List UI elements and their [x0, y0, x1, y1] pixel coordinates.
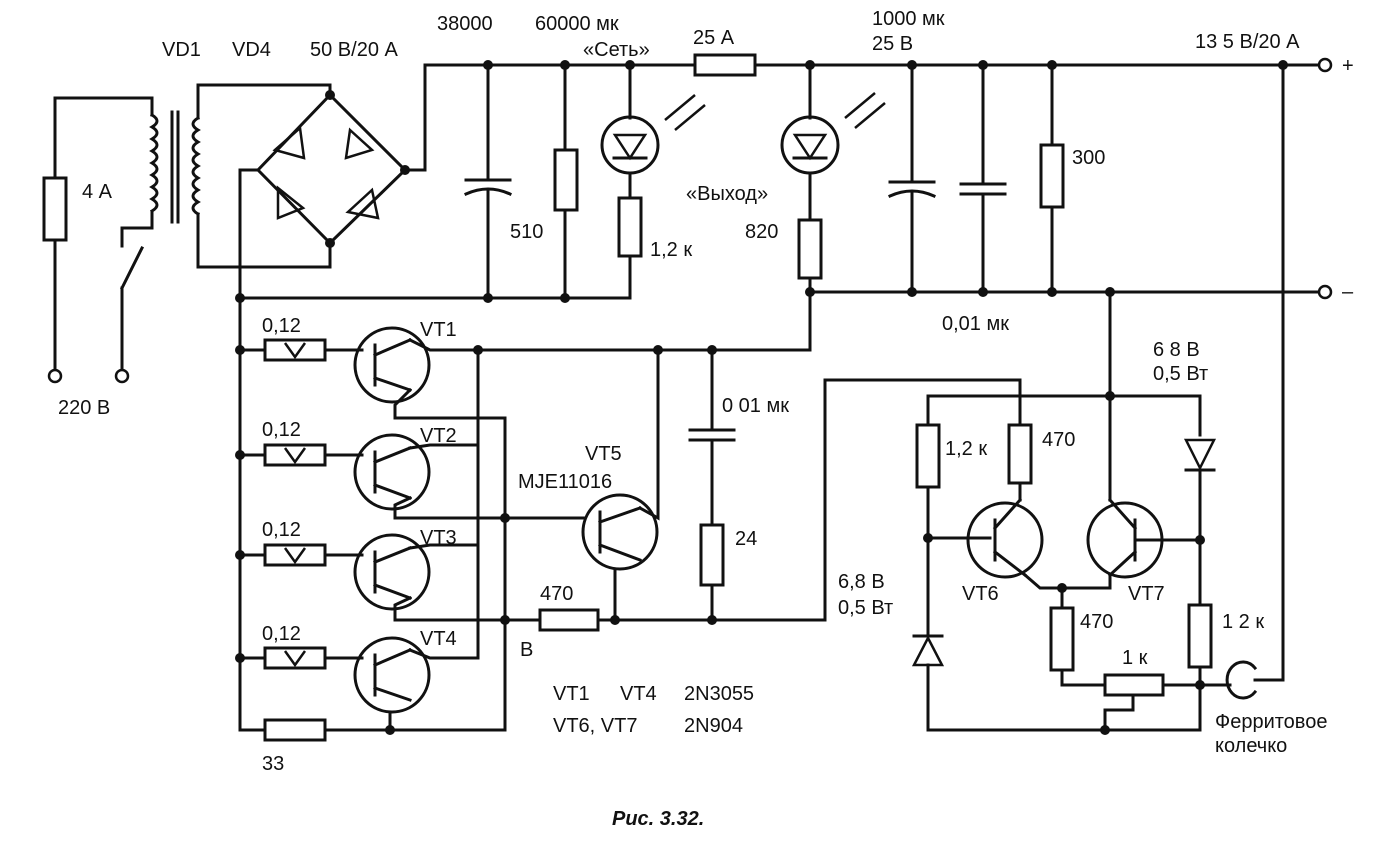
label-parts1-c: 2N3055: [684, 683, 754, 705]
label-fuse-4a: 4 А: [82, 181, 113, 203]
label-r510: 510: [510, 221, 543, 243]
error-amplifier: [911, 290, 1258, 735]
label-led-out: «Выход»: [686, 183, 768, 205]
label-plus: +: [1342, 55, 1354, 77]
label-r470-b: 470: [540, 583, 573, 605]
label-c001-out: 0,01 мк: [942, 313, 1009, 335]
label-r33: 33: [262, 753, 284, 775]
label-r1-2k-right: 1 2 к: [1222, 611, 1264, 633]
label-vt3: VT3: [420, 527, 457, 549]
label-fuse-25a: 25 А: [693, 27, 735, 49]
label-ferrite-1: Ферритовое: [1215, 711, 1327, 733]
mains-switch: [119, 245, 145, 291]
label-vt5-type: MJE11016: [518, 471, 612, 493]
vt6: [966, 501, 1044, 579]
mains-terminal-left: [47, 368, 63, 384]
vt3: [353, 533, 431, 611]
label-cap-1000-v: 25 В: [872, 33, 913, 55]
label-zener1-v: 6 8 В: [1153, 339, 1200, 361]
cap-60000: [553, 148, 579, 212]
label-vt1: VT1: [420, 319, 457, 341]
label-r012-1: 0,12: [262, 315, 301, 337]
label-parts2-c: 2N904: [684, 715, 743, 737]
vt4: [353, 636, 431, 714]
label-r470-vt6: 470: [1042, 429, 1075, 451]
transformer: [149, 83, 332, 269]
labels: VD1 VD4 50 В/20 А 38000 60000 мк «Сеть» …: [58, 8, 1354, 830]
vt2: [353, 433, 431, 511]
label-parts1-a: VT1: [553, 683, 590, 705]
power-transistors: [235, 290, 812, 742]
label-vt7: VT7: [1128, 583, 1165, 605]
led-output: [780, 115, 840, 175]
label-r820: 820: [745, 221, 778, 243]
label-parts1-b: VT4: [620, 683, 657, 705]
label-r012-2: 0,12: [262, 419, 301, 441]
label-vt6: VT6: [962, 583, 999, 605]
label-r1-2k-led: 1,2 к: [650, 239, 692, 261]
output-plus-terminal: [1317, 57, 1333, 73]
label-zener2-p: 0,5 Вт: [838, 597, 893, 619]
potentiometer-1k: [1103, 673, 1165, 697]
label-mains: 220 В: [58, 397, 110, 419]
mains-input: [42, 96, 154, 384]
input-filter: [235, 53, 757, 303]
label-cap-60000: 60000 мк: [535, 13, 619, 35]
output-minus-terminal: [1317, 284, 1333, 300]
figure-caption: Рис. 3.32.: [612, 808, 704, 830]
label-vd4: VD4: [232, 39, 271, 61]
fuse-4a: [42, 176, 68, 242]
mains-terminal-right: [114, 368, 130, 384]
led-net: [600, 115, 660, 175]
label-bridge-rating: 50 В/20 А: [310, 39, 399, 61]
label-c001-mid: 0 01 мк: [722, 395, 789, 417]
label-node-b: B: [520, 639, 533, 661]
label-vt2: VT2: [420, 425, 457, 447]
ferrite-ring: [1225, 660, 1258, 700]
label-zener2-v: 6,8 В: [838, 571, 885, 593]
label-r470-emit: 470: [1080, 611, 1113, 633]
label-r24: 24: [735, 528, 757, 550]
label-led-net: «Сеть»: [583, 39, 650, 61]
label-r300: 300: [1072, 147, 1105, 169]
driver-stage: [503, 345, 1022, 632]
label-zener1-p: 0,5 Вт: [1153, 363, 1208, 385]
label-minus: –: [1342, 281, 1354, 303]
label-vt4: VT4: [420, 628, 457, 650]
label-output-rating: 13 5 В/20 А: [1195, 31, 1300, 53]
label-r012-3: 0,12: [262, 519, 301, 541]
fuse-25a: [693, 53, 757, 77]
vt5: [581, 493, 659, 571]
vt1: [353, 326, 431, 404]
label-r012-4: 0,12: [262, 623, 301, 645]
label-cap-1000: 1000 мк: [872, 8, 945, 30]
bridge-rectifier: [238, 63, 1322, 300]
label-r1k-pot: 1 к: [1122, 647, 1148, 669]
label-vd1: VD1: [162, 39, 201, 61]
label-r1-2k-left: 1,2 к: [945, 438, 987, 460]
label-ferrite-2: колечко: [1215, 735, 1287, 757]
label-parts2-a: VT6, VT7: [553, 715, 637, 737]
label-vt5: VT5: [585, 443, 622, 465]
label-cap-38000: 38000: [437, 13, 493, 35]
